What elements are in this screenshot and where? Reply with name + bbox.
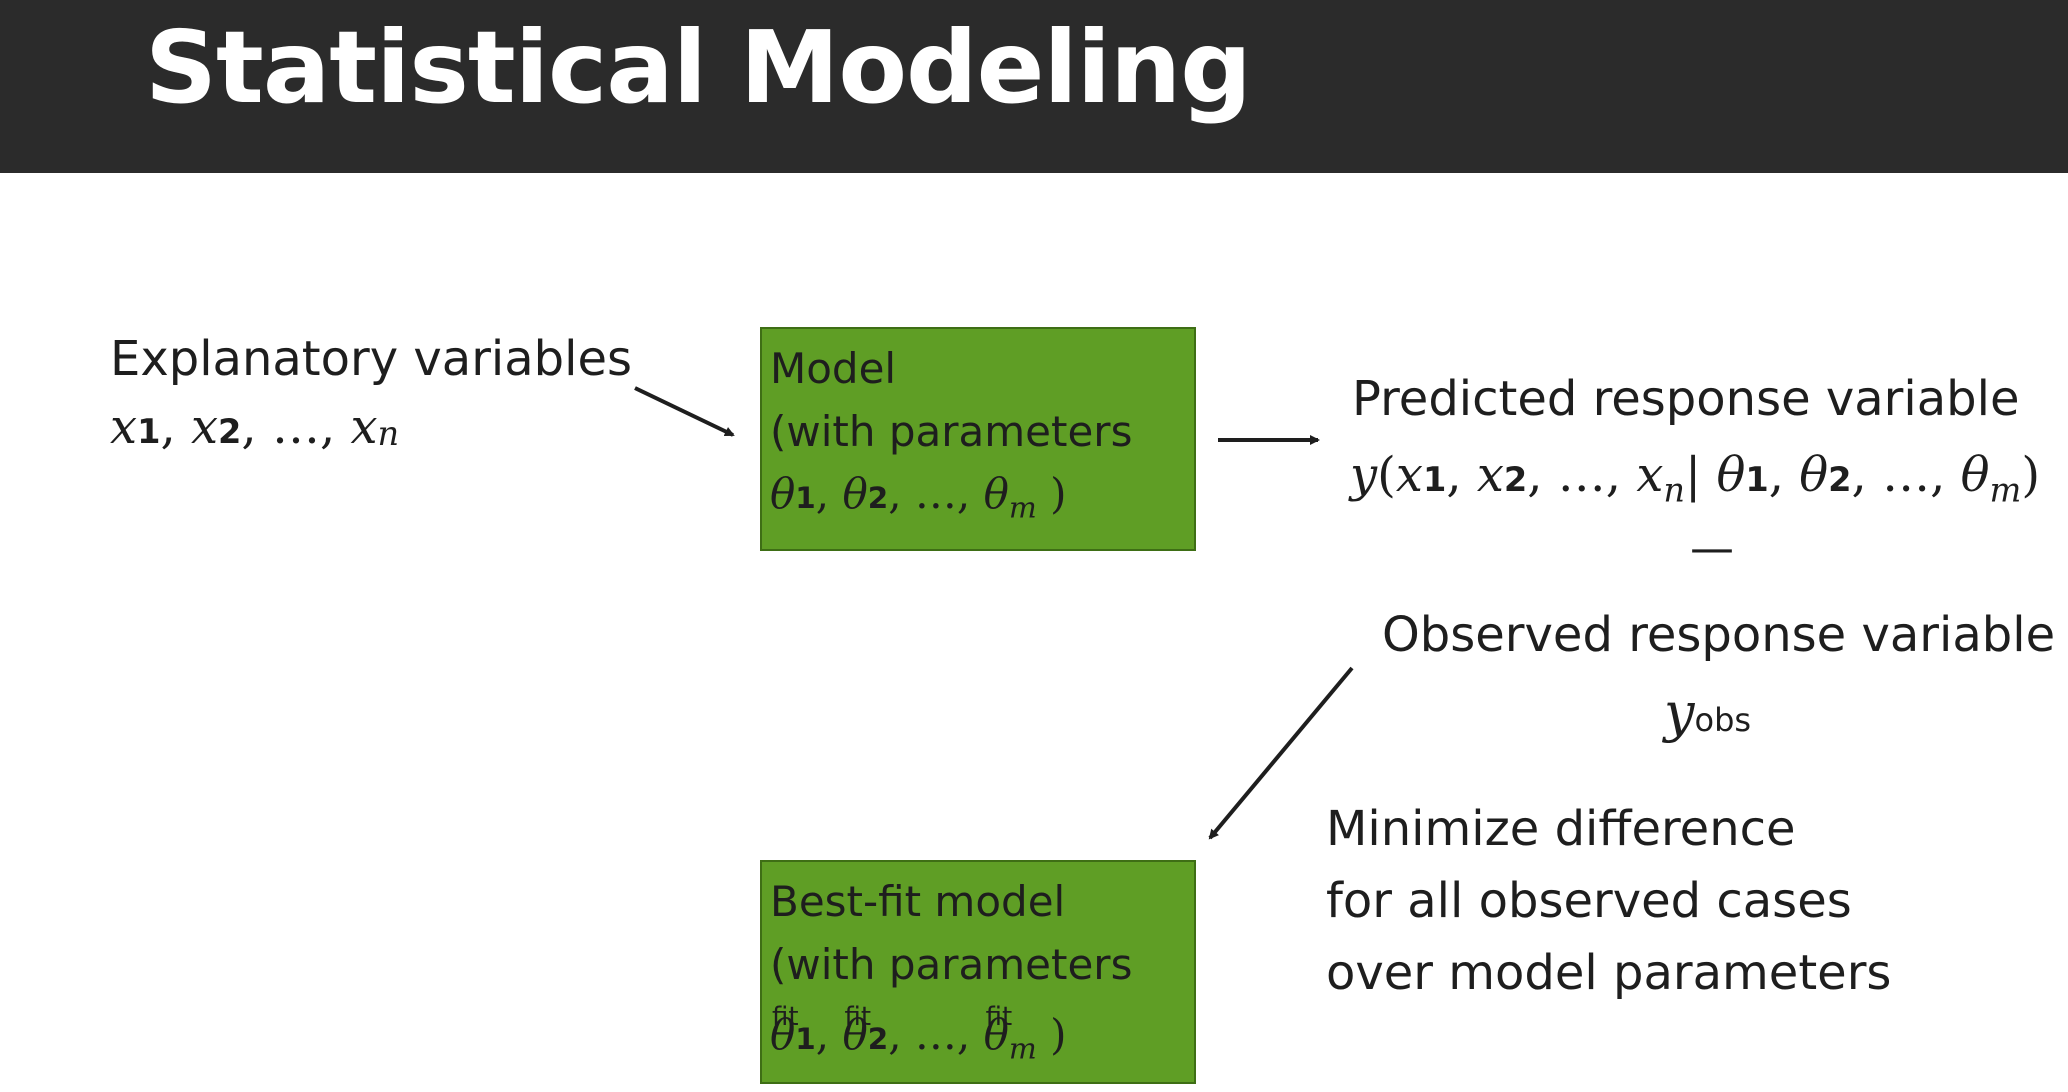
predicted-formula: y(x1, x2, …, xn| θ1, θ2, …, θm) [1350, 447, 2041, 510]
model-box: Model (with parameters θ1, θ2, …, θm ) [760, 327, 1196, 551]
explanatory-label: Explanatory variables [110, 331, 633, 387]
model-box-title: Model [770, 344, 897, 393]
minimize-line-3: over model parameters [1326, 945, 1892, 1001]
fit-superscript: fit [844, 1002, 872, 1032]
title-bar: Statistical Modeling [0, 0, 2068, 173]
bestfit-box-parameters-label: (with parameters [770, 940, 1133, 989]
minimize-line-1: Minimize difference [1326, 801, 1796, 857]
fit-superscript: fit [772, 1002, 799, 1032]
model-box-parameters-label: (with parameters [770, 407, 1133, 456]
slide-title: Statistical Modeling [145, 9, 1252, 126]
bestfit-box-title: Best-fit model [770, 877, 1066, 926]
minus-sign: — [1690, 523, 1734, 574]
arrow-explanatory-to-model [634, 386, 735, 437]
minimize-line-2: for all observed cases [1326, 873, 1852, 929]
fit-superscript: fit [985, 1002, 1013, 1032]
observed-label: Observed response variable [1382, 607, 2056, 663]
predicted-label: Predicted response variable [1352, 371, 2020, 427]
arrow-observed-to-bestfit [1208, 666, 1354, 840]
observed-subscript: obs [1694, 701, 1752, 739]
model-box-parameters-formula: θ1, θ2, …, θm ) [770, 469, 1067, 525]
observed-formula: yobs [1664, 681, 1752, 744]
explanatory-formula: x1, x2, …, xn [110, 399, 400, 455]
